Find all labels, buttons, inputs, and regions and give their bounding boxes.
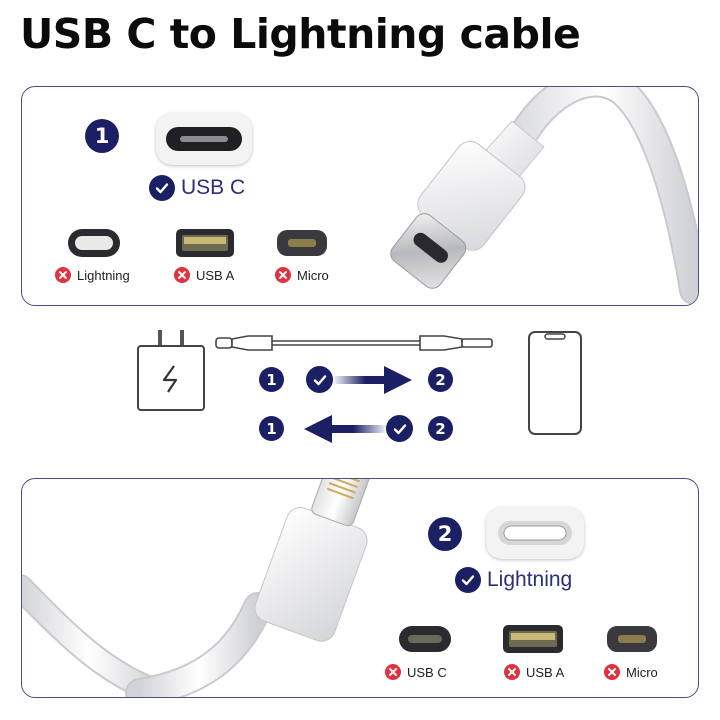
rejected-usb-c: USB C [385,664,447,680]
usb-c-plug-illustration [390,87,698,305]
x-icon [504,664,520,680]
step-1-small-badge: 1 [259,367,284,392]
rejected-micro: Micro [604,664,658,680]
step-2-small-badge: 2 [428,367,453,392]
accepted-lightning: Lightning [455,567,572,593]
lightning-port-icon [498,521,572,545]
usb-a-port-icon [502,623,564,660]
check-icon [455,567,481,593]
accepted-label: Lightning [487,568,573,591]
usb-c-end-panel: 1 USB C Lightning USB A Micro [21,86,699,306]
usb-a-port-icon [175,227,235,264]
accepted-label: USB C [181,176,246,199]
lightning-plug-illustration [22,479,370,697]
rejected-usb-a: USB A [504,664,564,680]
rejected-usb-a: USB A [174,267,234,283]
step-2-badge: 2 [428,517,462,551]
charger-icon [137,330,205,411]
rejected-micro: Micro [275,267,329,283]
x-icon [275,267,291,283]
usb-c-port-card [156,113,252,165]
micro-usb-port-icon [276,227,328,264]
step-1-small-badge: 1 [259,416,284,441]
check-icon [149,175,175,201]
check-icon [306,366,333,393]
rejected-lightning: Lightning [55,267,130,283]
usb-c-port-icon [166,127,242,151]
step-1-badge: 1 [85,119,119,153]
x-icon [174,267,190,283]
arrow-left-icon [304,415,388,443]
micro-usb-port-icon [606,623,658,660]
accepted-usb-c: USB C [149,175,245,201]
x-icon [604,664,620,680]
x-icon [55,267,71,283]
x-icon [385,664,401,680]
page-title: USB C to Lightning cable [20,10,581,58]
cable-icon [215,335,493,351]
check-icon [386,415,413,442]
phone-icon [528,331,582,435]
lightning-port-card [486,507,584,559]
usb-c-port-icon [398,623,452,660]
lightning-port-icon [67,227,121,264]
arrow-right-icon [332,366,412,394]
lightning-end-panel: 2 Lightning USB C USB A Micro [21,478,699,698]
step-2-small-badge: 2 [428,416,453,441]
